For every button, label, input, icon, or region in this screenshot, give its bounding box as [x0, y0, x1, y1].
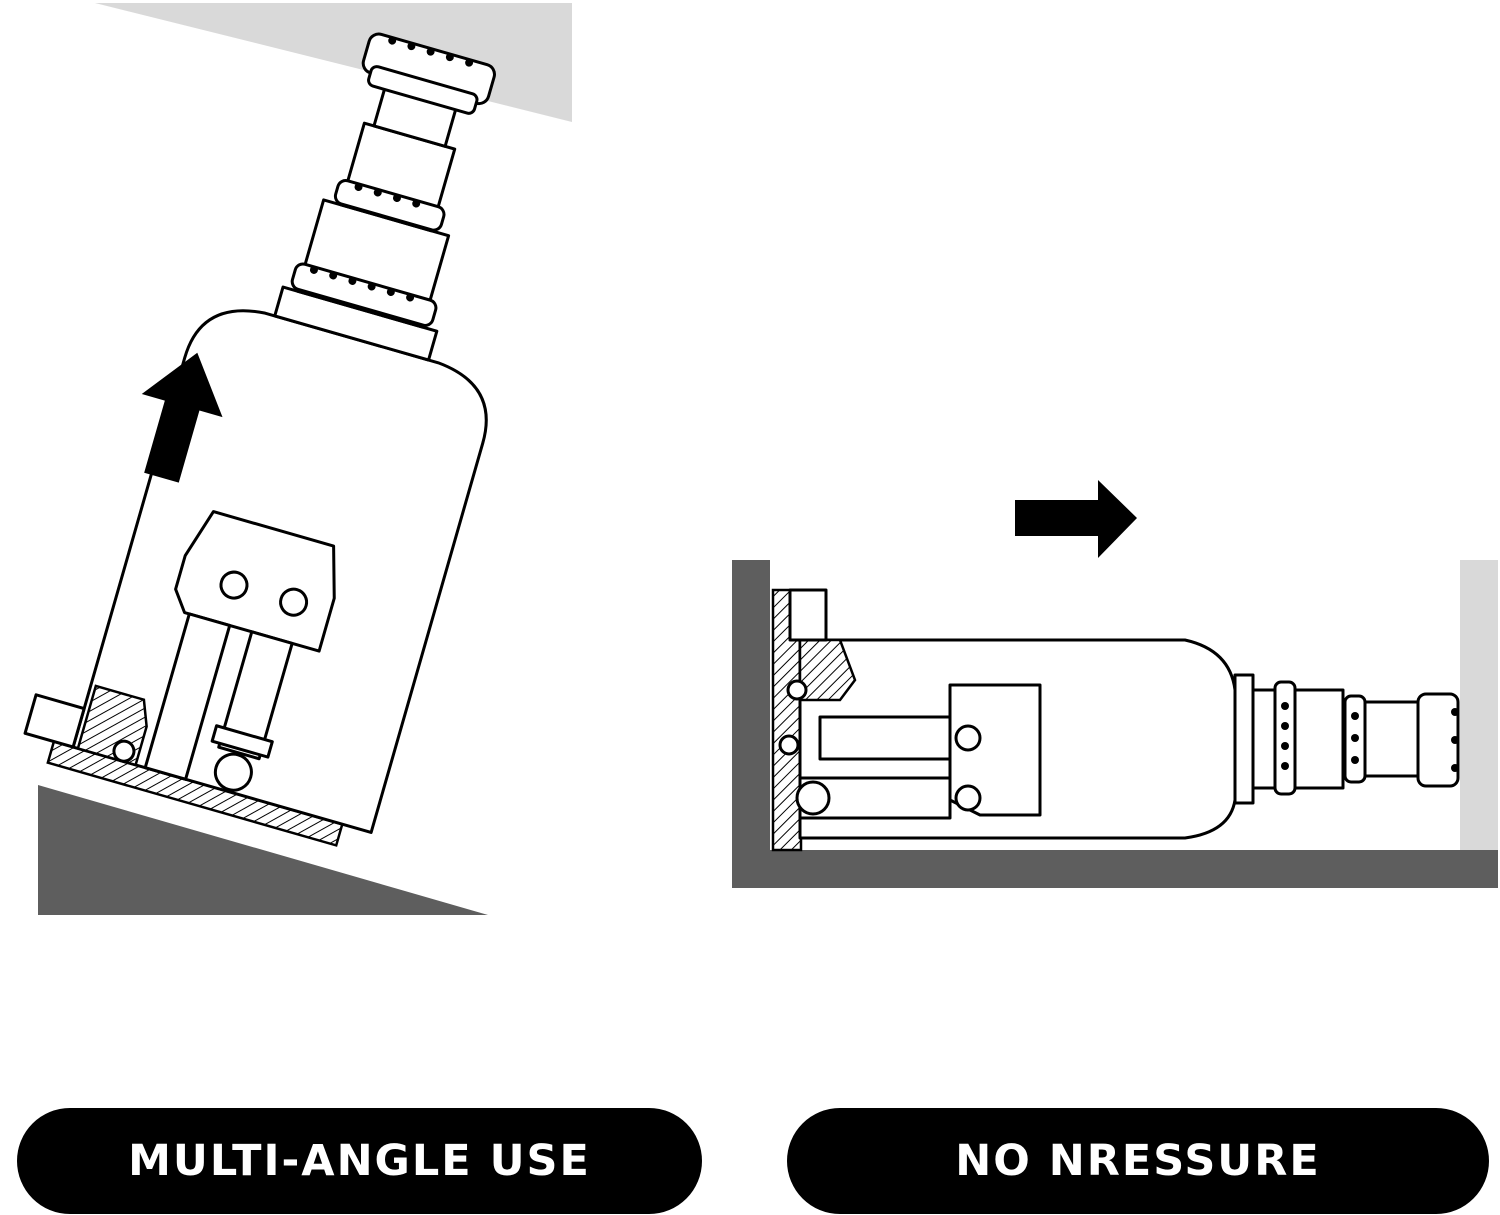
pump-pivot-1: [219, 570, 249, 600]
pump-pivot-h1: [954, 724, 982, 752]
pump-link-ring: [210, 724, 274, 759]
release-valve-knob-h: [788, 588, 828, 642]
ceiling-slab: [95, 3, 572, 122]
arrow-right-icon: [1015, 480, 1137, 558]
jack-ram-ring-1: [290, 262, 438, 327]
right-panel-scene: [732, 480, 1498, 888]
jack-saddle-cap: [367, 65, 479, 115]
caption-multi-angle-use: MULTI-ANGLE USE: [17, 1108, 702, 1214]
valve-ball: [112, 739, 136, 763]
valve-ball-h: [786, 679, 808, 701]
saddle-teeth: [309, 36, 474, 302]
sloped-ground: [38, 785, 488, 915]
caption-no-nressure: NO NRESSURE: [787, 1108, 1489, 1214]
pump-link: [217, 630, 294, 761]
pump-pivot-2: [279, 587, 309, 617]
arrow-up-icon: [141, 352, 223, 483]
release-valve-knob: [23, 693, 86, 749]
jack-ram-ring-h1: [1273, 680, 1297, 796]
pump-plunger-h: [818, 715, 952, 761]
valve-ball-h2: [778, 734, 800, 756]
horizontal-container: [732, 560, 1498, 888]
jack-ram-lower-h: [1251, 688, 1345, 790]
caption-left-text: MULTI-ANGLE USE: [128, 1136, 591, 1186]
pump-plunger: [143, 612, 232, 781]
bottle-jack-tilted: [23, 32, 496, 847]
jack-collar-h: [1233, 673, 1255, 805]
bottle-jack-horizontal: [771, 588, 1460, 852]
caption-right-text: NO NRESSURE: [955, 1136, 1321, 1186]
pump-pivot-h2: [954, 784, 982, 812]
pump-pivot-h3: [795, 780, 831, 816]
right-wall: [1460, 560, 1498, 850]
left-panel-scene: [23, 3, 572, 915]
jack-ram-ring-2: [333, 179, 446, 232]
pump-pivot-3: [213, 752, 253, 792]
saddle-teeth-h: [1281, 702, 1459, 772]
